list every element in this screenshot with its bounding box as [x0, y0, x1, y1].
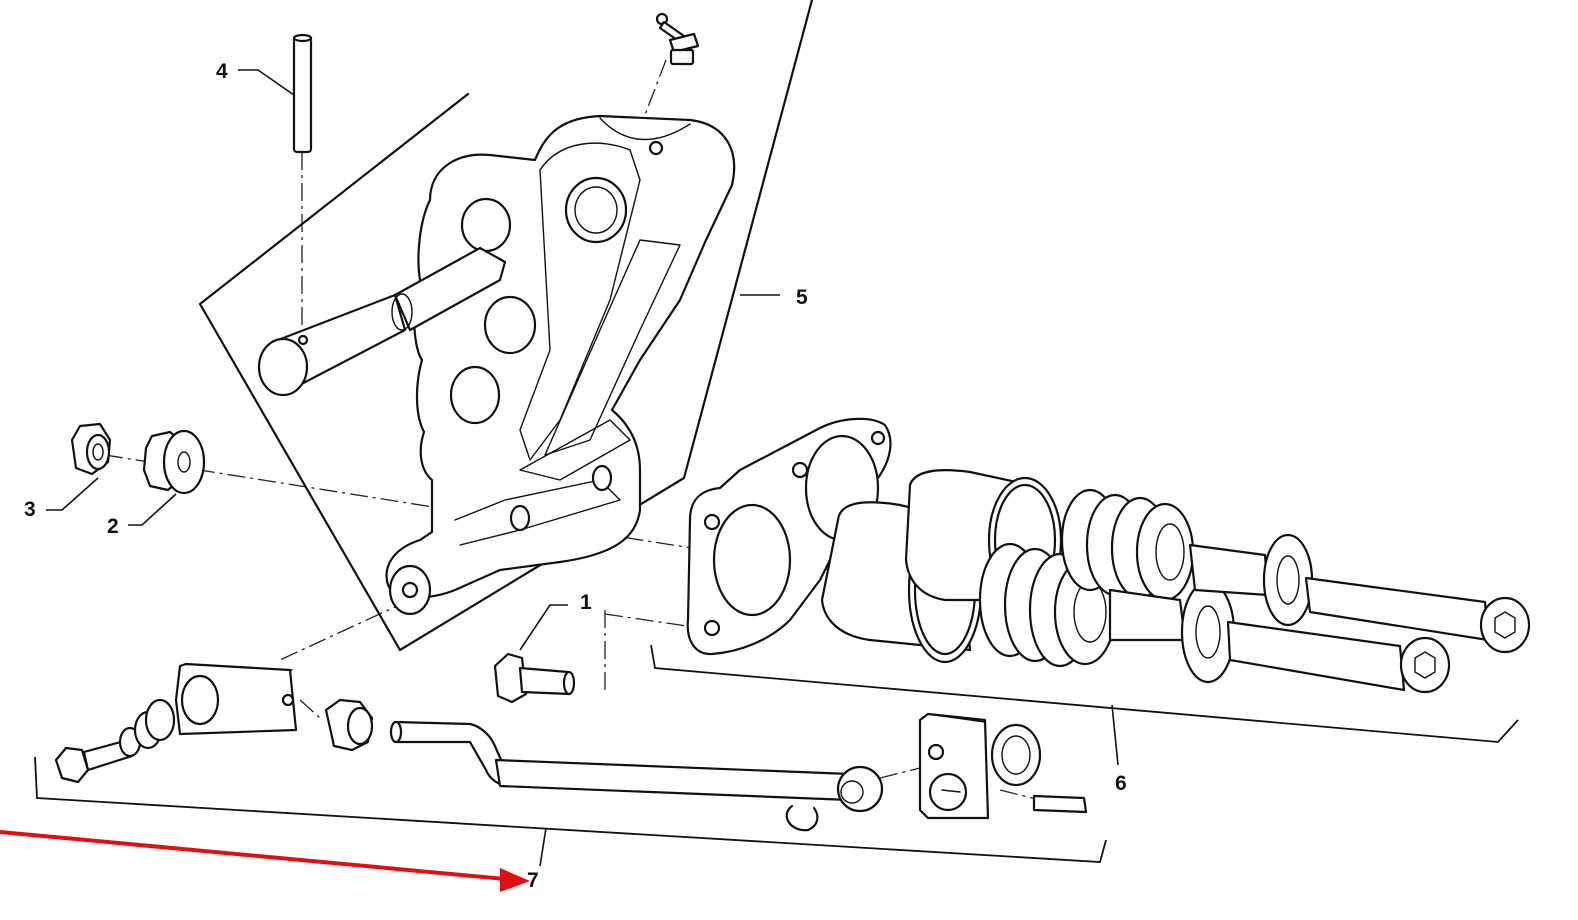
pin-4	[292, 33, 313, 154]
callout-1: 1	[580, 591, 592, 614]
flange-nut-2	[142, 429, 206, 495]
spring-rear	[1060, 488, 1195, 602]
callout-2: 2	[107, 515, 119, 538]
group-6-bracket	[650, 644, 1519, 743]
callout-6: 6	[1115, 772, 1127, 795]
pivot-bracket	[385, 114, 736, 616]
group-5-boundary	[198, 0, 814, 652]
bolt-1	[493, 652, 576, 704]
callout-5: 5	[796, 286, 808, 309]
pivot-shaft	[257, 246, 507, 397]
hex-nut-3	[70, 422, 112, 476]
callout-leaders	[46, 69, 780, 651]
callout-4: 4	[216, 60, 228, 83]
grease-nipple	[655, 12, 700, 66]
callout-7: 7	[527, 869, 539, 892]
group-7-bracket	[34, 756, 1107, 863]
washer-bolt-rear	[1188, 533, 1531, 654]
linkage-group-7	[54, 662, 1088, 832]
washer-bolt-front	[1108, 580, 1451, 694]
highlight-arrow	[0, 830, 530, 892]
callout-3: 3	[24, 498, 36, 521]
